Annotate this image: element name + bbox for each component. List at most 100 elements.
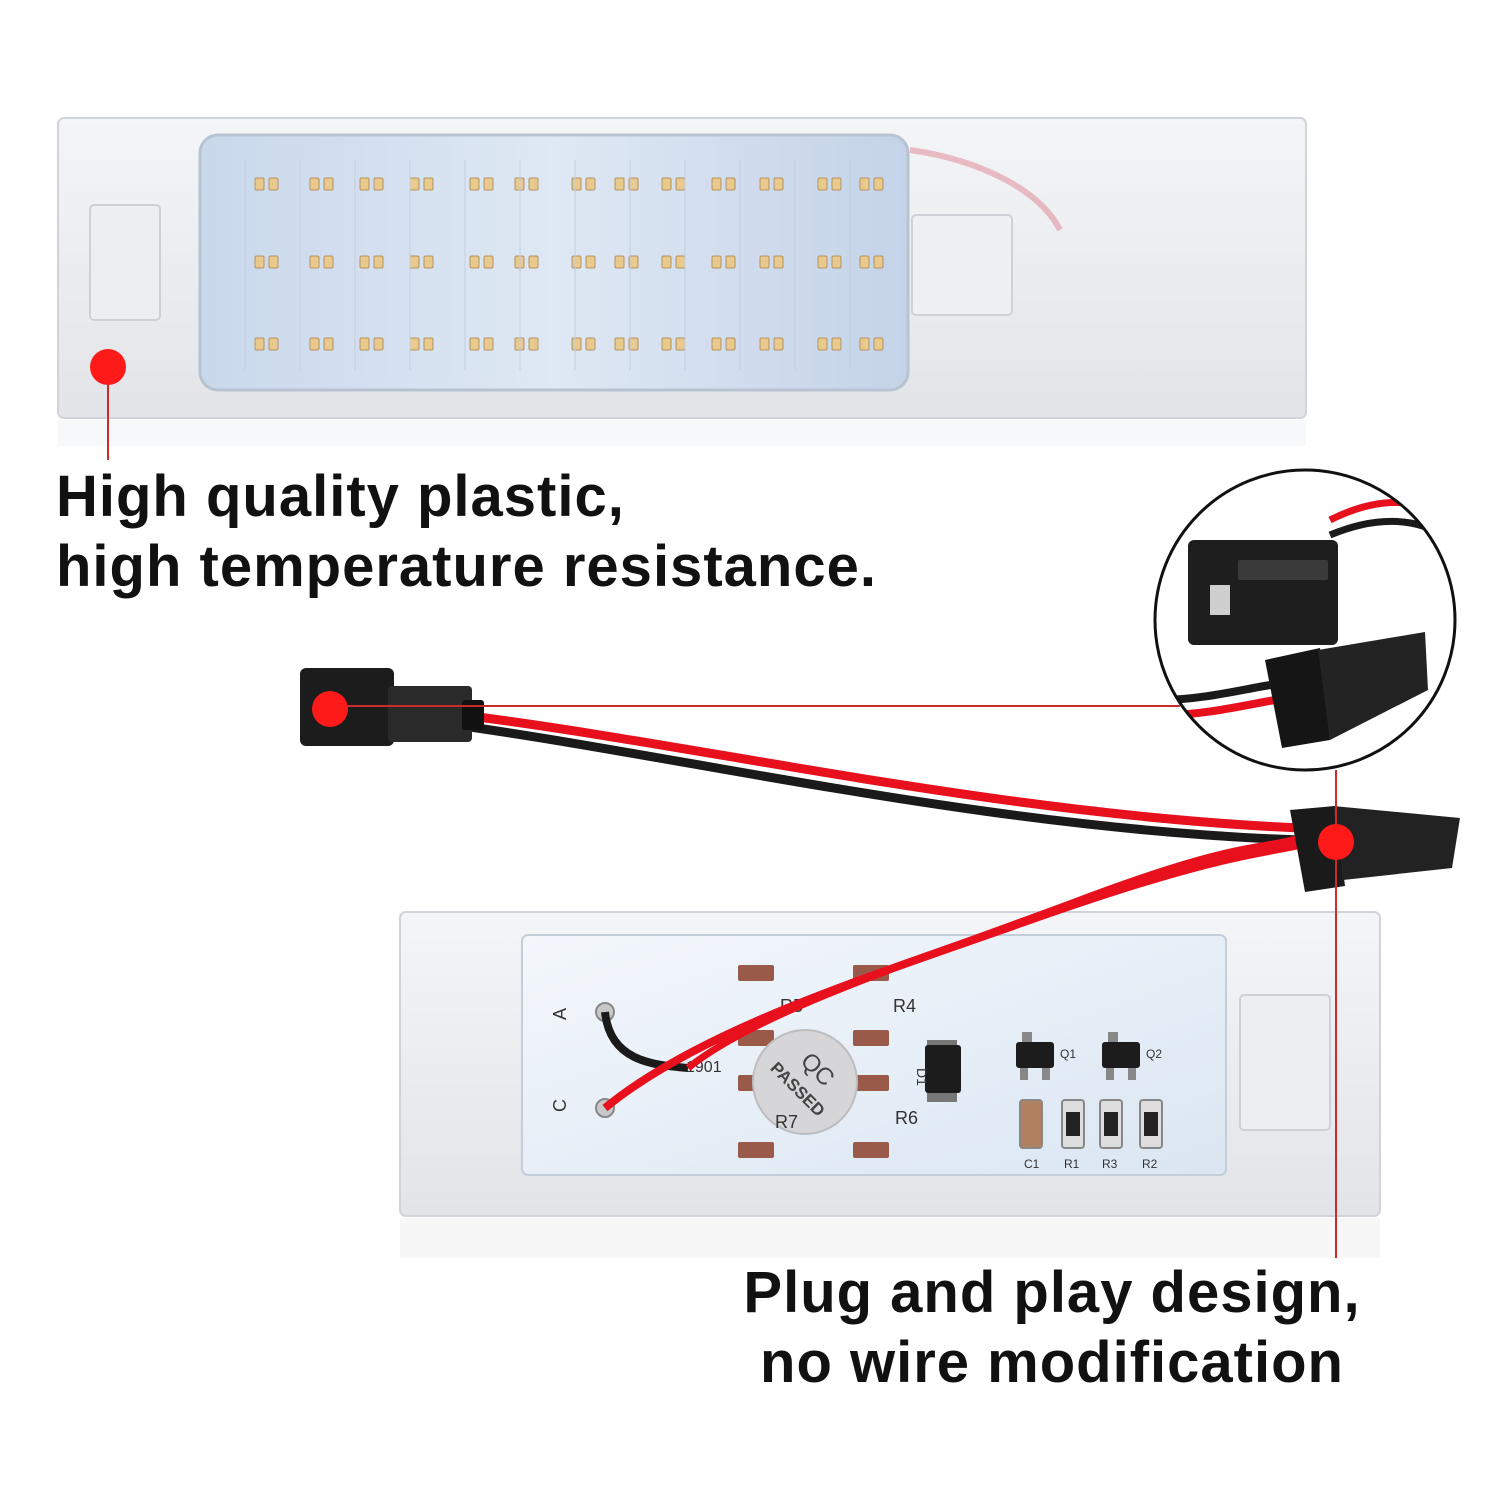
top-lamp-reflection	[58, 420, 1306, 446]
led-chip	[628, 177, 639, 191]
led-chip	[831, 177, 842, 191]
led-chip	[859, 177, 870, 191]
board-label-r2: R2	[1142, 1157, 1158, 1171]
led-grid	[244, 160, 884, 370]
top-lamp-lens	[198, 133, 910, 392]
smd-row	[1019, 1099, 1163, 1149]
led-chip	[254, 255, 265, 269]
led-chip	[817, 255, 828, 269]
short-black-lead	[601, 1011, 689, 1072]
led-chip	[773, 255, 784, 269]
led-chip	[628, 255, 639, 269]
feature-caption-plastic-line-1: High quality plastic,	[56, 464, 625, 529]
led-chip	[675, 337, 686, 351]
led-chip	[773, 177, 784, 191]
led-chip	[725, 337, 736, 351]
led-chip	[831, 337, 842, 351]
marker-left-connector	[312, 691, 348, 727]
led-chip	[268, 177, 279, 191]
led-chip	[773, 337, 784, 351]
led-chip	[409, 177, 420, 191]
led-chip	[859, 337, 870, 351]
led-chip	[483, 255, 494, 269]
top-lamp-right-clip	[911, 214, 1013, 316]
led-chip	[469, 177, 480, 191]
ic-q1	[1016, 1032, 1054, 1080]
pad-r6-bottom	[853, 1142, 889, 1158]
led-chip	[585, 177, 596, 191]
pad-r7-bottom	[738, 1142, 774, 1158]
board-label-r4: R4	[893, 996, 916, 1016]
long-red-wire	[469, 711, 1301, 833]
led-chip	[483, 337, 494, 351]
led-chip	[585, 337, 596, 351]
led-chip	[817, 337, 828, 351]
pad-r4-bottom	[853, 1030, 889, 1046]
board-label-r7: R7	[775, 1112, 798, 1132]
led-chip	[268, 255, 279, 269]
led-chip	[614, 337, 625, 351]
connector-detail-inset	[1153, 468, 1457, 772]
led-chip	[661, 177, 672, 191]
led-chip	[373, 177, 384, 191]
pad-r6-top	[853, 1075, 889, 1091]
led-chip	[373, 337, 384, 351]
led-chip	[528, 337, 539, 351]
qc-sticker: QC PASSED	[752, 1029, 858, 1135]
top-lamp-left-clip	[89, 204, 161, 321]
pcb-board	[521, 934, 1227, 1176]
board-label-q1: Q1	[1060, 1047, 1076, 1061]
led-chip	[711, 255, 722, 269]
led-chip	[725, 177, 736, 191]
feature-caption-plastic: High quality plastic, high temperature r…	[56, 462, 877, 602]
pcb-red-wire-2	[685, 834, 1302, 1071]
led-chip	[254, 337, 265, 351]
feature-caption-plug-line-1: Plug and play design,	[743, 1260, 1361, 1325]
led-chip	[268, 337, 279, 351]
led-chip	[759, 255, 770, 269]
feature-caption-plastic-line-2: high temperature resistance.	[56, 534, 877, 599]
led-chip	[675, 255, 686, 269]
led-chip	[254, 177, 265, 191]
led-chip	[873, 177, 884, 191]
ic-q2	[1102, 1032, 1140, 1080]
led-chip	[759, 337, 770, 351]
long-black-wire	[469, 722, 1301, 845]
led-chip	[628, 337, 639, 351]
wiring-harness	[300, 668, 1460, 1112]
marker-t10-connector	[1318, 824, 1354, 860]
marker-top-plastic	[90, 349, 126, 385]
led-chip	[859, 255, 870, 269]
led-chip	[571, 177, 582, 191]
smd-c1	[1019, 1099, 1043, 1149]
led-chip	[409, 337, 420, 351]
led-chip	[831, 255, 842, 269]
led-chip	[725, 255, 736, 269]
led-chip	[661, 337, 672, 351]
pad-r5-top	[738, 965, 774, 981]
led-chip	[528, 255, 539, 269]
board-label-q2: Q2	[1146, 1047, 1162, 1061]
led-chip	[423, 177, 434, 191]
board-label-d1: D1	[914, 1068, 930, 1086]
led-chip	[373, 255, 384, 269]
inset-border	[1153, 468, 1457, 772]
top-lamp	[57, 117, 1307, 446]
feature-caption-plug-line-2: no wire modification	[760, 1330, 1344, 1395]
t10-bulb-connector	[1290, 806, 1460, 892]
led-chip	[359, 177, 370, 191]
led-chip	[873, 337, 884, 351]
led-chip	[309, 337, 320, 351]
led-chip	[309, 255, 320, 269]
bottom-lamp-right-clip	[1239, 994, 1331, 1131]
led-chip	[585, 255, 596, 269]
feature-caption-plug-and-play: Plug and play design, no wire modificati…	[712, 1258, 1392, 1398]
led-chip	[711, 337, 722, 351]
led-chip	[323, 337, 334, 351]
led-chip	[359, 337, 370, 351]
led-chip	[873, 255, 884, 269]
board-label-r1: R1	[1064, 1157, 1080, 1171]
led-chip	[409, 255, 420, 269]
led-chip	[661, 255, 672, 269]
